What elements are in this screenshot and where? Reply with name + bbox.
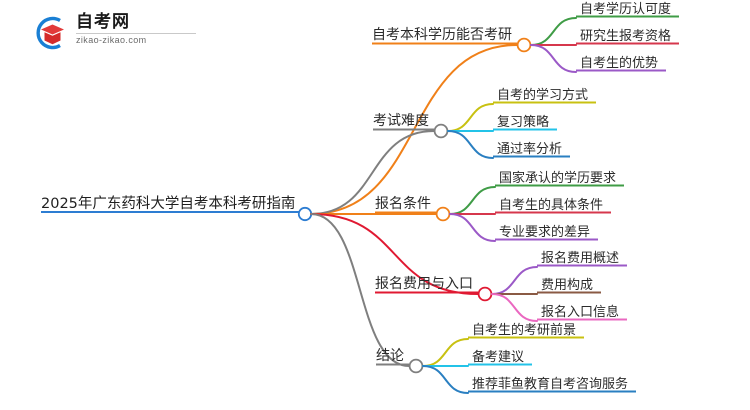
leaf-connector-2-0	[449, 186, 496, 215]
leaf-label-0-0[interactable]: 自考学历认可度	[580, 2, 672, 17]
branch-label-3[interactable]: 报名费用与入口	[375, 276, 473, 292]
leaf-connector-0-2	[530, 44, 577, 73]
leaf-label-3-2[interactable]: 报名入口信息	[541, 305, 620, 320]
leaf-connector-4-0	[422, 338, 469, 367]
leaf-label-4-2[interactable]: 推荐菲鱼教育自考咨询服务	[472, 377, 629, 392]
root-node-bullet[interactable]	[297, 206, 313, 222]
root-node-label[interactable]: 2025年广东药科大学自考本科考研指南	[41, 196, 296, 212]
logo-divider	[76, 33, 196, 34]
leaf-connector-2-2	[449, 213, 496, 242]
leaf-connector-1-2	[447, 130, 494, 159]
leaf-connector-3-2	[491, 293, 538, 322]
leaf-label-0-1[interactable]: 研究生报考资格	[580, 29, 672, 44]
logo-text-block: 自考网 zikao-zikao.com	[76, 12, 206, 46]
branch-node-bullet-2[interactable]	[435, 206, 451, 222]
logo-mark-icon	[36, 16, 64, 50]
branch-label-0[interactable]: 自考本科学历能否考研	[372, 27, 512, 43]
logo-title: 自考网	[76, 12, 130, 32]
leaf-label-1-1[interactable]: 复习策略	[497, 115, 550, 130]
leaf-connector-0-0	[530, 17, 577, 46]
leaf-connector-3-0	[491, 266, 538, 295]
leaf-connector-4-2	[422, 365, 469, 394]
logo-domain: zikao-zikao.com	[76, 35, 147, 45]
leaf-label-3-1[interactable]: 费用构成	[541, 278, 594, 293]
branch-label-1[interactable]: 考试难度	[373, 113, 429, 129]
branch-node-bullet-3[interactable]	[477, 286, 493, 302]
site-logo: 自考网 zikao-zikao.com	[30, 12, 210, 54]
branch-node-bullet-4[interactable]	[408, 358, 424, 374]
branch-node-bullet-1[interactable]	[433, 123, 449, 139]
leaf-label-1-2[interactable]: 通过率分析	[497, 142, 563, 157]
leaf-label-1-0[interactable]: 自考的学习方式	[497, 88, 589, 103]
leaf-label-3-0[interactable]: 报名费用概述	[541, 251, 620, 266]
leaf-label-2-2[interactable]: 专业要求的差异	[499, 225, 591, 240]
leaf-label-4-1[interactable]: 备考建议	[472, 350, 525, 365]
leaf-label-2-0[interactable]: 国家承认的学历要求	[499, 171, 617, 186]
leaf-label-4-0[interactable]: 自考生的考研前景	[472, 323, 577, 338]
branch-label-2[interactable]: 报名条件	[375, 196, 431, 212]
branch-node-bullet-0[interactable]	[516, 37, 532, 53]
branch-label-4[interactable]: 结论	[376, 348, 404, 364]
leaf-label-0-2[interactable]: 自考生的优势	[580, 56, 659, 71]
leaf-connector-1-0	[447, 103, 494, 132]
leaf-label-2-1[interactable]: 自考生的具体条件	[499, 198, 604, 213]
